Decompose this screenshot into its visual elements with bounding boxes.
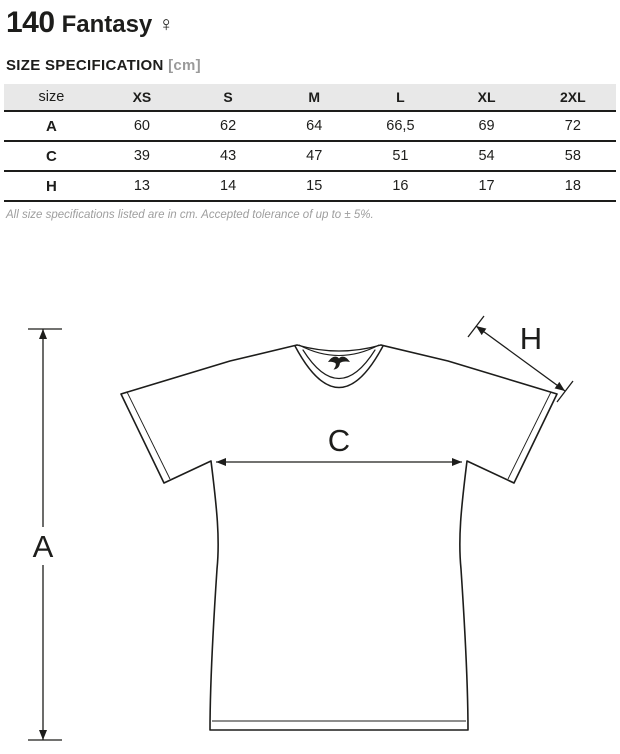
size-table: size XS S M L XL 2XL A 60 62 64 66,5 69 …	[4, 84, 616, 202]
table-cell: 69	[443, 110, 530, 141]
table-header-cell: L	[357, 84, 444, 111]
table-row: A 60 62 64 66,5 69 72	[4, 110, 616, 141]
row-label: A	[4, 110, 99, 141]
table-header-cell: S	[185, 84, 272, 111]
table-cell: 64	[271, 110, 358, 141]
table-cell: 66,5	[357, 110, 444, 141]
table-cell: 62	[185, 110, 272, 141]
dimension-a-arrow	[28, 328, 62, 741]
table-header-cell: XL	[443, 84, 530, 111]
product-header: 140 Fantasy ♀	[4, 4, 616, 40]
collar-back-line	[296, 344, 382, 352]
tshirt-measurement-diagram: A C H	[28, 315, 574, 741]
tolerance-footnote: All size specifications listed are in cm…	[6, 209, 374, 221]
table-row: C 39 43 47 51 54 58	[4, 140, 616, 171]
section-title: SIZE SPECIFICATION [cm]	[6, 57, 614, 74]
table-cell: 39	[98, 140, 186, 171]
section-title-text: SIZE SPECIFICATION	[6, 57, 164, 74]
table-header-cell: M	[271, 84, 358, 111]
table-cell: 14	[185, 170, 272, 202]
table-cell: 60	[98, 110, 186, 141]
row-label: H	[4, 170, 99, 202]
section-title-unit: [cm]	[168, 57, 201, 74]
collar-front-outer	[294, 345, 384, 389]
table-header-cell: size	[4, 84, 99, 111]
female-symbol-icon: ♀	[158, 13, 175, 36]
table-row: H 13 14 15 16 17 18	[4, 170, 616, 202]
dimension-h-arrow	[467, 315, 574, 403]
table-header-cell: XS	[98, 84, 186, 111]
table-cell: 58	[529, 140, 616, 171]
table-cell: 18	[529, 170, 616, 202]
table-cell: 16	[357, 170, 444, 202]
dimension-c-label: C	[328, 423, 350, 458]
table-header-row: size XS S M L XL 2XL	[4, 84, 616, 111]
logo-bird-icon	[328, 356, 350, 370]
left-sleeve-stitch	[126, 391, 171, 480]
stitch-lines	[126, 391, 552, 722]
row-label: C	[4, 140, 99, 171]
table-cell: 54	[443, 140, 530, 171]
dimension-a-label: A	[33, 529, 54, 564]
table-cell: 72	[529, 110, 616, 141]
table-cell: 47	[271, 140, 358, 171]
table-cell: 13	[98, 170, 186, 202]
table-cell: 51	[357, 140, 444, 171]
table-cell: 17	[443, 170, 530, 202]
right-sleeve-stitch	[507, 391, 552, 480]
product-name: Fantasy	[61, 11, 153, 38]
dimension-h-label: H	[520, 321, 542, 356]
collar-back-stitch	[298, 344, 380, 357]
table-header-cell: 2XL	[529, 84, 616, 111]
collar-front-inner	[302, 349, 376, 379]
product-code: 140	[6, 6, 55, 39]
table-cell: 15	[271, 170, 358, 202]
tshirt-outline	[120, 344, 558, 731]
table-cell: 43	[185, 140, 272, 171]
